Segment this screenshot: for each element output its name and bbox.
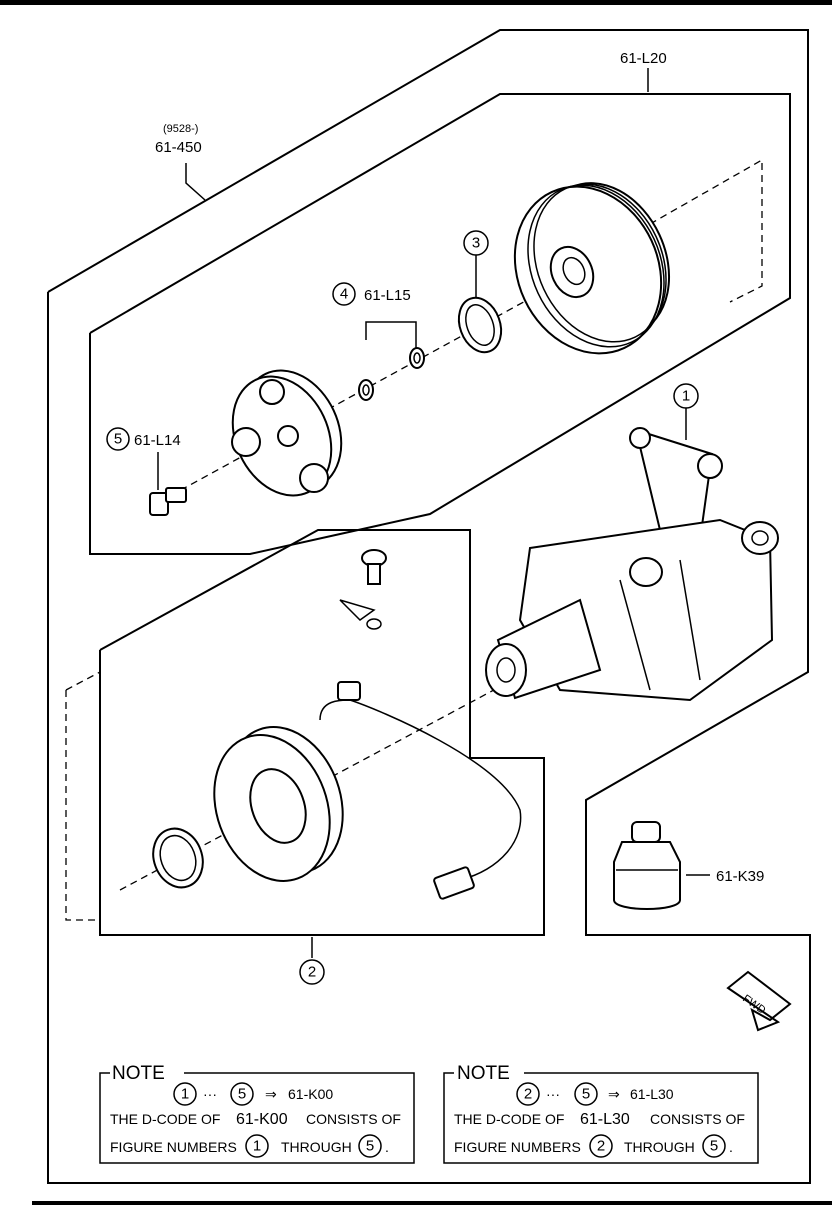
- svg-text:THE D-CODE OF: THE D-CODE OF: [454, 1111, 564, 1127]
- note-1-heading: NOTE: [112, 1063, 165, 1084]
- snap-ring-lower: [152, 827, 204, 889]
- svg-text:1: 1: [181, 1086, 189, 1103]
- svg-text:5: 5: [366, 1138, 374, 1155]
- field-coil: [213, 681, 522, 900]
- note-2-heading: NOTE: [457, 1063, 510, 1084]
- svg-text:61-L30: 61-L30: [580, 1111, 630, 1128]
- svg-text:THROUGH: THROUGH: [281, 1139, 352, 1155]
- top-rule: [0, 0, 832, 5]
- svg-text:4: 4: [340, 286, 348, 303]
- kit-part-label: 61-450: [155, 139, 202, 156]
- pressure-plate: [231, 369, 343, 497]
- svg-text:2: 2: [308, 964, 316, 981]
- callout-2: 2: [299, 959, 325, 985]
- svg-text:.: .: [385, 1139, 389, 1155]
- oil-bottle: [613, 821, 681, 910]
- svg-text:···: ···: [546, 1086, 560, 1102]
- note-1-code: 61-K00: [288, 1086, 333, 1102]
- bottom-rule: [32, 1201, 832, 1205]
- shim-set-label: 61-L15: [364, 287, 411, 304]
- note-2-code: 61-L30: [630, 1086, 674, 1102]
- svg-text:CONSISTS OF: CONSISTS OF: [306, 1111, 401, 1127]
- svg-text:5: 5: [238, 1086, 246, 1103]
- svg-text:61-K00: 61-K00: [236, 1111, 288, 1128]
- clutch-kit-boundary: [89, 93, 791, 555]
- oil-label: 61-K39: [716, 868, 764, 885]
- svg-text:⇒: ⇒: [608, 1086, 620, 1102]
- svg-text:THROUGH: THROUGH: [624, 1139, 695, 1155]
- callout-4: 4: [332, 282, 356, 306]
- svg-text:FIGURE NUMBERS: FIGURE NUMBERS: [454, 1139, 581, 1155]
- callout-5: 5: [106, 427, 130, 451]
- clutch-kit-label: 61-L20: [620, 50, 667, 67]
- callout-3: 3: [463, 230, 489, 256]
- svg-text:2: 2: [524, 1086, 532, 1103]
- svg-text:···: ···: [203, 1086, 217, 1102]
- svg-text:3: 3: [472, 235, 480, 252]
- svg-text:⇒: ⇒: [265, 1086, 277, 1102]
- svg-text:1: 1: [253, 1138, 261, 1155]
- snap-ring-3: [457, 296, 503, 354]
- svg-text:2: 2: [597, 1138, 605, 1155]
- svg-text:5: 5: [710, 1138, 718, 1155]
- screw-clamp: [339, 549, 387, 630]
- shims: [358, 347, 425, 401]
- svg-text:FIGURE NUMBERS: FIGURE NUMBERS: [110, 1139, 237, 1155]
- pulley: [513, 182, 671, 355]
- compressor: [485, 427, 779, 702]
- svg-text:5: 5: [582, 1086, 590, 1103]
- svg-text:.: .: [729, 1139, 733, 1155]
- callout-1: 1: [673, 383, 699, 409]
- bolt-label: 61-L14: [134, 432, 181, 449]
- fwd-arrow-icon: FWD: [726, 970, 792, 1032]
- note-box-1: NOTE 1 ··· 5 ⇒ 61-K00 THE D-CODE OF 61-K…: [99, 1063, 415, 1164]
- bolt: [149, 487, 187, 516]
- kit-boundary: [47, 29, 811, 1184]
- coil-boundary: [99, 529, 545, 936]
- svg-text:CONSISTS OF: CONSISTS OF: [650, 1111, 745, 1127]
- kit-date-label: (9528-): [163, 123, 198, 135]
- svg-text:5: 5: [114, 431, 122, 448]
- note-box-2: NOTE 2 ··· 5 ⇒ 61-L30 THE D-CODE OF 61-L…: [443, 1063, 759, 1164]
- svg-text:1: 1: [682, 388, 690, 405]
- svg-text:THE D-CODE OF: THE D-CODE OF: [110, 1111, 220, 1127]
